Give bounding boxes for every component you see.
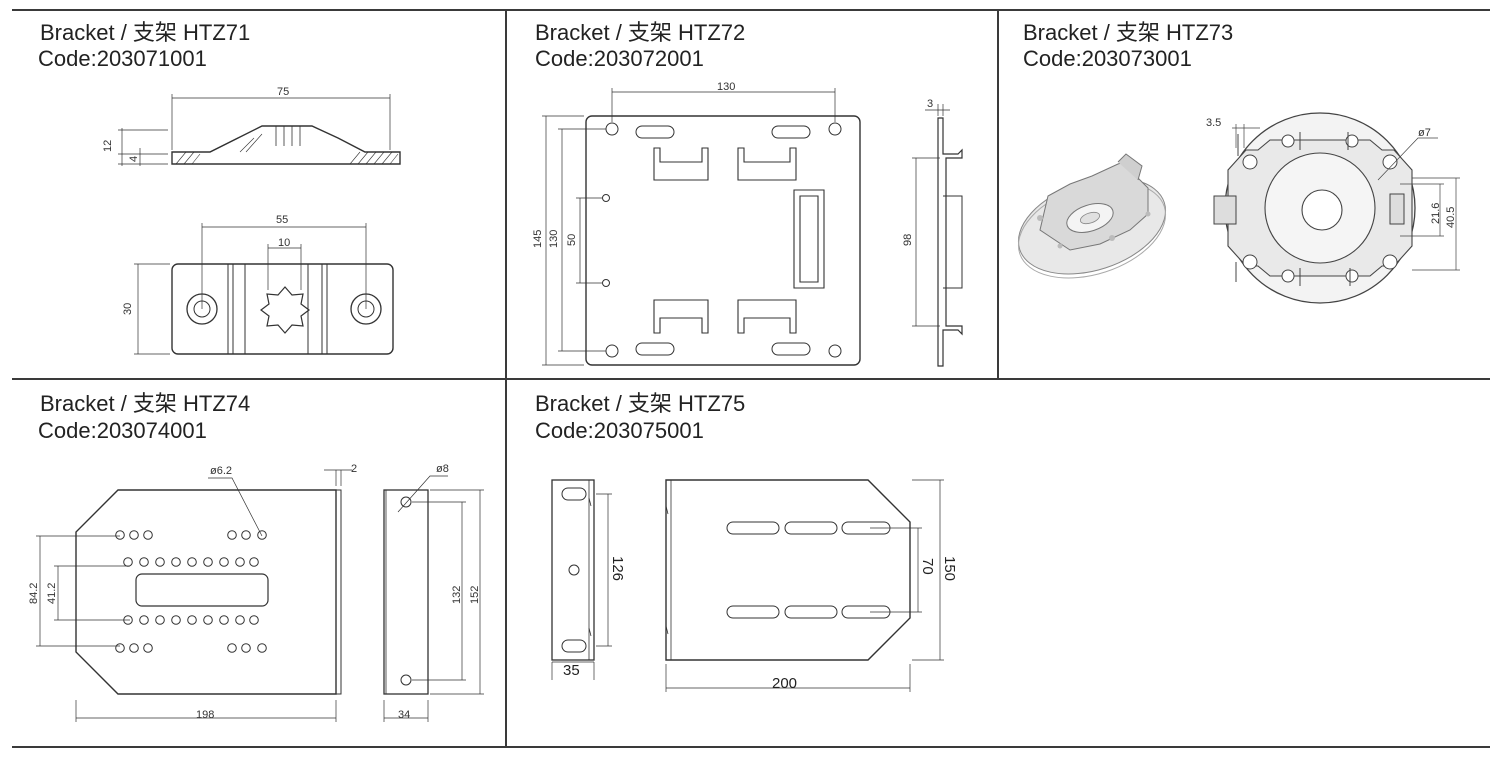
dim-label: 2 — [351, 463, 357, 475]
grid-bottom-line — [12, 746, 1490, 748]
dim-label: 70 — [919, 558, 936, 575]
mounting-hole — [115, 530, 125, 540]
dim-label: 98 — [902, 234, 914, 246]
grid-col-divider-2 — [997, 9, 999, 379]
product-code: Code:203073001 — [1023, 46, 1192, 71]
mounting-hole — [155, 557, 165, 567]
mounting-hole — [235, 557, 245, 567]
dim-label: 145 — [532, 230, 544, 248]
mounting-hole — [235, 615, 245, 625]
mounting-hole — [257, 643, 267, 653]
dim-label: 150 — [941, 556, 958, 581]
product-cell-htz74: Bracket / 支架 HTZ74 Code:203074001 — [0, 0, 505, 761]
mounting-hole — [187, 557, 197, 567]
htz74-drawing: ø6.2 2 84.2 41.2 198 ø8 132 152 34 — [28, 463, 484, 722]
dim-label: 198 — [196, 709, 214, 721]
dim-label: 126 — [609, 556, 626, 581]
mounting-hole — [219, 615, 229, 625]
dim-label: 34 — [398, 709, 410, 721]
mounting-hole — [241, 643, 251, 653]
product-code: Code:203074001 — [38, 418, 207, 443]
dim-label: 75 — [277, 86, 289, 98]
dim-label: ø7 — [1418, 127, 1431, 139]
htz75-drawing: 126 35 70 150 200 — [551, 479, 958, 692]
product-cell-htz71: Bracket / 支架 HTZ71 Code:203071001 — [0, 0, 505, 378]
mounting-hole — [139, 615, 149, 625]
mounting-hole — [139, 557, 149, 567]
dim-label: 35 — [563, 662, 580, 679]
htz72-drawing: 130 145 130 50 3 98 — [532, 81, 963, 367]
dim-label: 3 — [927, 98, 933, 110]
dim-label: 132 — [451, 586, 463, 604]
product-title: Bracket / 支架 HTZ73 — [1023, 20, 1234, 45]
dim-label: 3.5 — [1206, 117, 1221, 129]
mounting-hole — [249, 615, 259, 625]
mounting-hole — [203, 557, 213, 567]
mounting-hole — [219, 557, 229, 567]
mounting-hole — [171, 615, 181, 625]
mounting-hole — [129, 530, 139, 540]
product-cell-htz75: Bracket / 支架 HTZ75 Code:203075001 — [535, 391, 958, 692]
dim-label: 12 — [102, 140, 114, 152]
mounting-hole — [143, 643, 153, 653]
dim-label: ø6.2 — [210, 465, 232, 477]
dim-label: 84.2 — [28, 583, 40, 604]
product-code: Code:203072001 — [535, 46, 704, 71]
dim-label: ø8 — [436, 463, 449, 475]
mounting-hole — [227, 643, 237, 653]
product-code: Code:203075001 — [535, 418, 704, 443]
dim-label: 130 — [548, 230, 560, 248]
dim-label: 55 — [276, 214, 288, 226]
mounting-hole — [143, 530, 153, 540]
grid-col-divider-1 — [505, 9, 507, 747]
htz73-drawing: 3.5 ø7 21.6 40.5 — [1017, 112, 1460, 304]
mounting-hole — [249, 557, 259, 567]
dim-label: 152 — [469, 586, 481, 604]
grid-middle-line — [12, 378, 1490, 380]
product-cell-htz73: Bracket / 支架 HTZ73 Code:203073001 — [0, 0, 1500, 378]
product-title: Bracket / 支架 HTZ72 — [535, 20, 746, 45]
product-title: Bracket / 支架 HTZ75 — [535, 391, 746, 416]
mounting-hole — [187, 615, 197, 625]
mounting-hole — [171, 557, 181, 567]
dim-label: 41.2 — [46, 583, 58, 604]
dim-label: 4 — [128, 156, 140, 162]
dim-label: 130 — [717, 81, 735, 93]
product-title: Bracket / 支架 HTZ74 — [40, 391, 251, 416]
mounting-hole — [129, 643, 139, 653]
dim-label: 50 — [566, 234, 578, 246]
dim-label: 200 — [772, 675, 797, 692]
mounting-hole — [155, 615, 165, 625]
mounting-hole — [115, 643, 125, 653]
dim-label: 21.6 — [1430, 203, 1442, 224]
dim-label: 10 — [278, 237, 290, 249]
htz71-drawing: 75 12 4 55 10 30 — [102, 86, 401, 355]
mounting-hole — [241, 530, 251, 540]
mounting-hole — [257, 530, 267, 540]
htz73-3d-render — [1017, 153, 1167, 279]
mounting-hole — [203, 615, 213, 625]
mounting-hole — [227, 530, 237, 540]
dim-label: 30 — [122, 303, 134, 315]
product-title: Bracket / 支架 HTZ71 — [40, 20, 251, 45]
grid-top-line — [12, 9, 1490, 11]
product-cell-htz72: Bracket / 支架 HTZ72 Code:203072001 — [0, 0, 1000, 378]
product-code: Code:203071001 — [38, 46, 207, 71]
dim-label: 40.5 — [1445, 207, 1457, 228]
